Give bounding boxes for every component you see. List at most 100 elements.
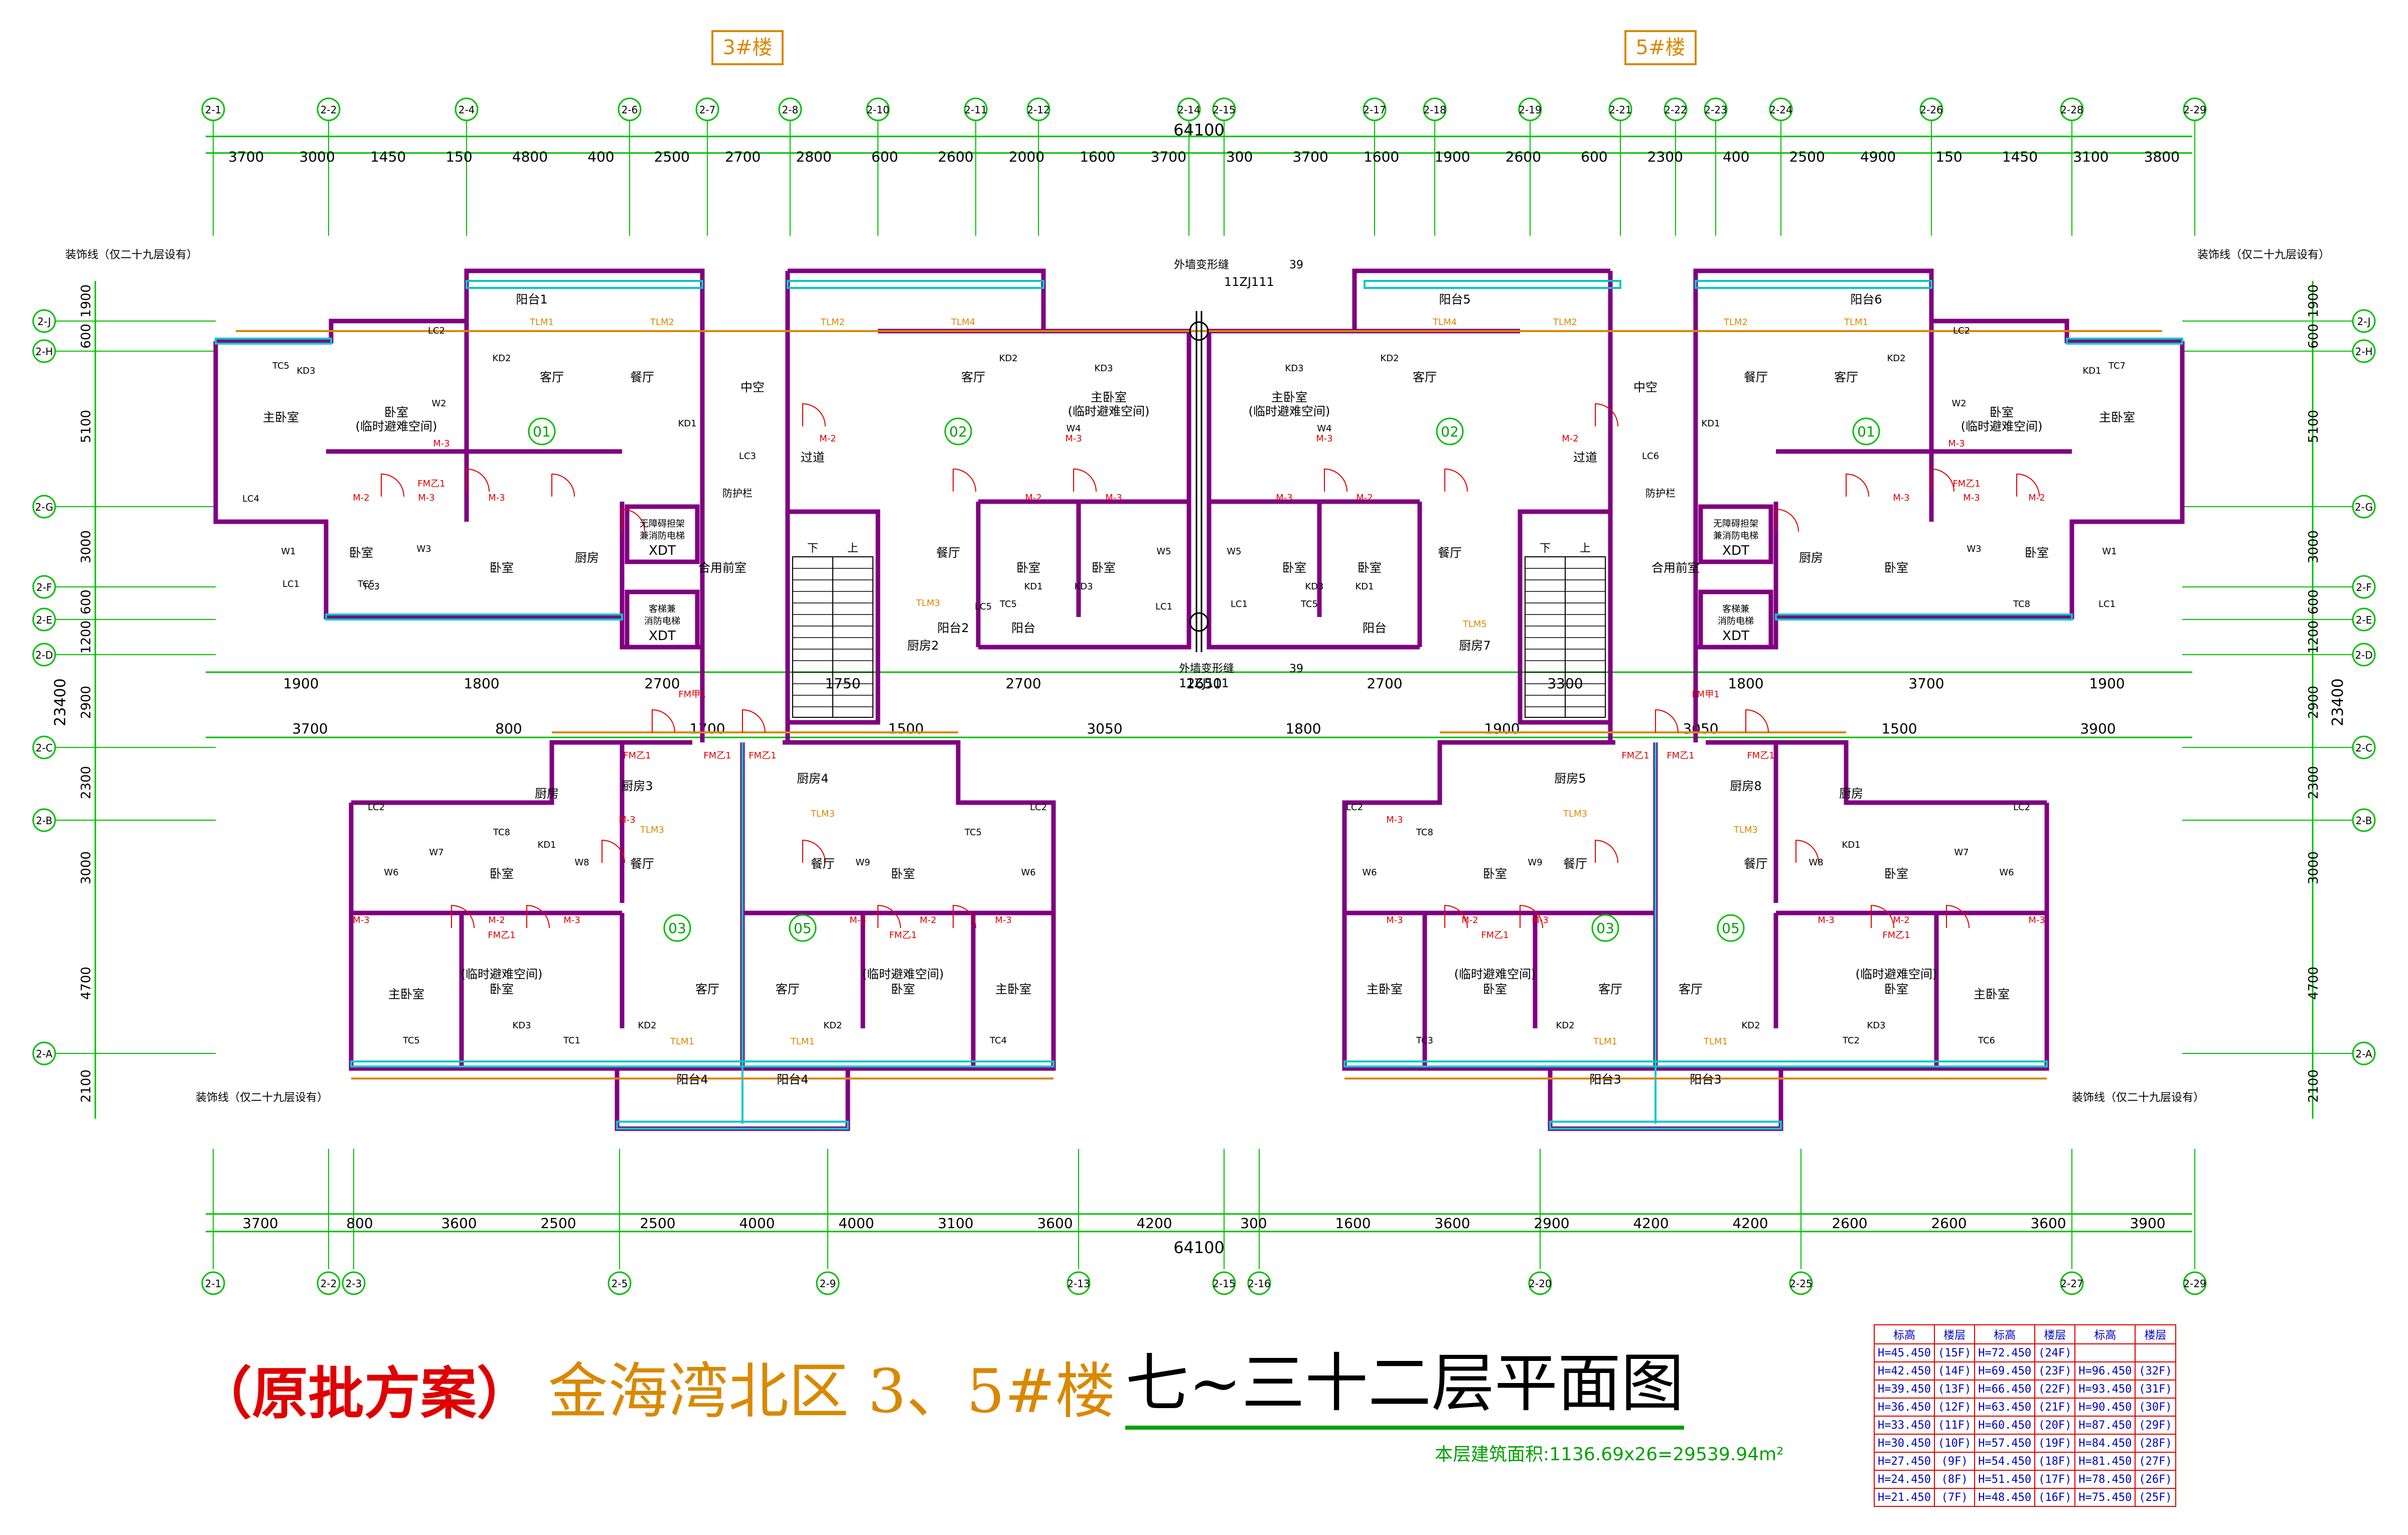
dimension-value: 600 [2306, 324, 2321, 349]
title-name: 七~三十二层平面图 [1125, 1332, 1684, 1430]
component-code: KD2 [492, 353, 511, 364]
component-code: M-2 [1562, 433, 1578, 444]
dimension-value: 2300 [1647, 148, 1683, 165]
room-label: 主卧室 [1974, 987, 2010, 1001]
axis-bubble [1247, 1271, 1271, 1295]
dimension-value: 2600 [1832, 1215, 1867, 1232]
floor-cell: (19F) [2034, 1434, 2076, 1453]
dimension-value: 3700 [1151, 148, 1186, 165]
title-prefix: （原批方案） [196, 1361, 533, 1427]
floor-cell: (31F) [2135, 1379, 2176, 1399]
door-swings [381, 403, 2040, 929]
unit-number: 03 [1596, 920, 1614, 937]
dimension-value: 4800 [512, 148, 548, 165]
component-code: TC5 [402, 1035, 420, 1046]
axis-bubble [2060, 97, 2084, 121]
room-label: 主卧室 [995, 982, 1031, 996]
component-code: LC5 [975, 601, 992, 612]
room-label: 客厅 [1413, 370, 1437, 384]
elevation-cell: H=48.450 [1974, 1488, 2036, 1507]
dimension-value: 2800 [796, 148, 832, 165]
stair-down-label: 下 [807, 542, 818, 555]
room-label: 卧室 [490, 867, 514, 881]
axis-label: 2-24 [1769, 104, 1792, 116]
elevation-cell: H=90.450 [2074, 1398, 2136, 1417]
dimension-value: 2000 [1009, 148, 1044, 165]
elevation-cell: H=24.450 [1874, 1470, 1935, 1489]
axis-label: 2-2 [321, 104, 337, 116]
detail-no-top: 39 [1289, 259, 1303, 271]
component-code: TLM2 [1723, 317, 1748, 328]
axis-label: 2-B [36, 815, 53, 827]
stair-up-label: 上 [1580, 542, 1591, 555]
unit-bubble [1717, 914, 1745, 942]
component-code: TLM3 [810, 809, 835, 819]
floor-cell: (32F) [2135, 1361, 2176, 1380]
dimension-value: 3100 [2073, 148, 2109, 165]
room-label: 卧室 [2025, 546, 2049, 560]
room-label: 主卧室 [2099, 410, 2135, 424]
axis-label: 2-13 [1067, 1278, 1090, 1290]
dimension-value: 3000 [79, 851, 94, 884]
dimension-value: 1200 [2306, 621, 2321, 654]
component-code: M-3 [1818, 915, 1834, 926]
kitchen-label: 厨房2 [907, 639, 939, 653]
component-code: FM乙1 [1667, 750, 1694, 761]
dimension-value: 3700 [242, 1215, 278, 1232]
lift-label: 兼消防电梯 [1713, 531, 1758, 541]
axis-label: 2-5 [612, 1278, 628, 1290]
component-code: KD1 [1355, 581, 1374, 592]
dimension-value: 2600 [938, 148, 973, 165]
elevation-cell: H=72.450 [1974, 1343, 2036, 1362]
level-row: H=39.450(13F)H=66.450(22F)H=93.450(31F) [1874, 1379, 2176, 1399]
dimension-value: 1900 [2306, 284, 2321, 318]
stair-up-label: 上 [847, 542, 858, 555]
room-label: 卧室 [891, 867, 915, 881]
door-swing [451, 904, 475, 929]
elevation-cell: H=81.450 [2074, 1452, 2136, 1471]
unit-bubble [789, 914, 817, 942]
dimension-value: 2500 [540, 1215, 576, 1232]
axis-label: 2-17 [1363, 104, 1386, 116]
dimension-value: 4200 [1633, 1215, 1669, 1232]
room-label: (临时避难空间) [1068, 404, 1150, 418]
unit-number: 01 [533, 423, 551, 440]
component-code: W9 [1528, 857, 1542, 868]
component-code: TC5 [1300, 599, 1318, 609]
elevation-cell: H=69.450 [1974, 1361, 2036, 1380]
axis-label: 2-D [35, 649, 53, 661]
component-code: W4 [1317, 423, 1331, 434]
unit-number: 05 [1722, 920, 1740, 937]
dimension-value: 3600 [2030, 1215, 2066, 1232]
component-code: TLM3 [640, 825, 664, 835]
dimension-value: 1800 [1285, 720, 1321, 737]
axis-label: 2-1 [205, 1278, 222, 1290]
deco-line-note: 装饰线（仅二十九层设有） [2072, 1092, 2204, 1104]
component-code: W3 [416, 544, 431, 554]
unit-number: 05 [794, 920, 812, 937]
component-code: M-3 [1386, 815, 1403, 825]
level-row: H=42.450(14F)H=69.450(23F)H=96.450(32F) [1874, 1361, 2176, 1380]
component-code: M-3 [1105, 493, 1122, 503]
lift-label: 客梯兼 [649, 604, 676, 615]
axis-bubble [964, 97, 988, 121]
lift-code: XDT [1722, 543, 1749, 558]
dimension-value: 3050 [1683, 720, 1718, 737]
component-code: KD2 [1887, 353, 1905, 364]
dimension-text-left: 1900600510030006001200290023003000470021… [79, 284, 94, 1103]
component-code: M-3 [1532, 915, 1548, 926]
room-label: 卧室 [1282, 561, 1306, 575]
axis-bubble [2352, 495, 2376, 519]
axis-bubble [1026, 97, 1050, 121]
dimension-value: 300 [1226, 148, 1253, 165]
dimension-value: 2500 [654, 148, 690, 165]
component-code: KD1 [537, 840, 556, 850]
elevation-cell: H=96.450 [2074, 1361, 2136, 1380]
unit-bubble [528, 417, 556, 445]
component-code: W4 [1066, 423, 1081, 434]
axis-grid-right: 2-J2-H2-G2-F2-E2-D2-C2-B2-A [2182, 309, 2376, 1065]
dimension-value: 1500 [888, 720, 924, 737]
room-label: 过道 [801, 450, 825, 465]
room-label: 卧室 [490, 561, 514, 575]
